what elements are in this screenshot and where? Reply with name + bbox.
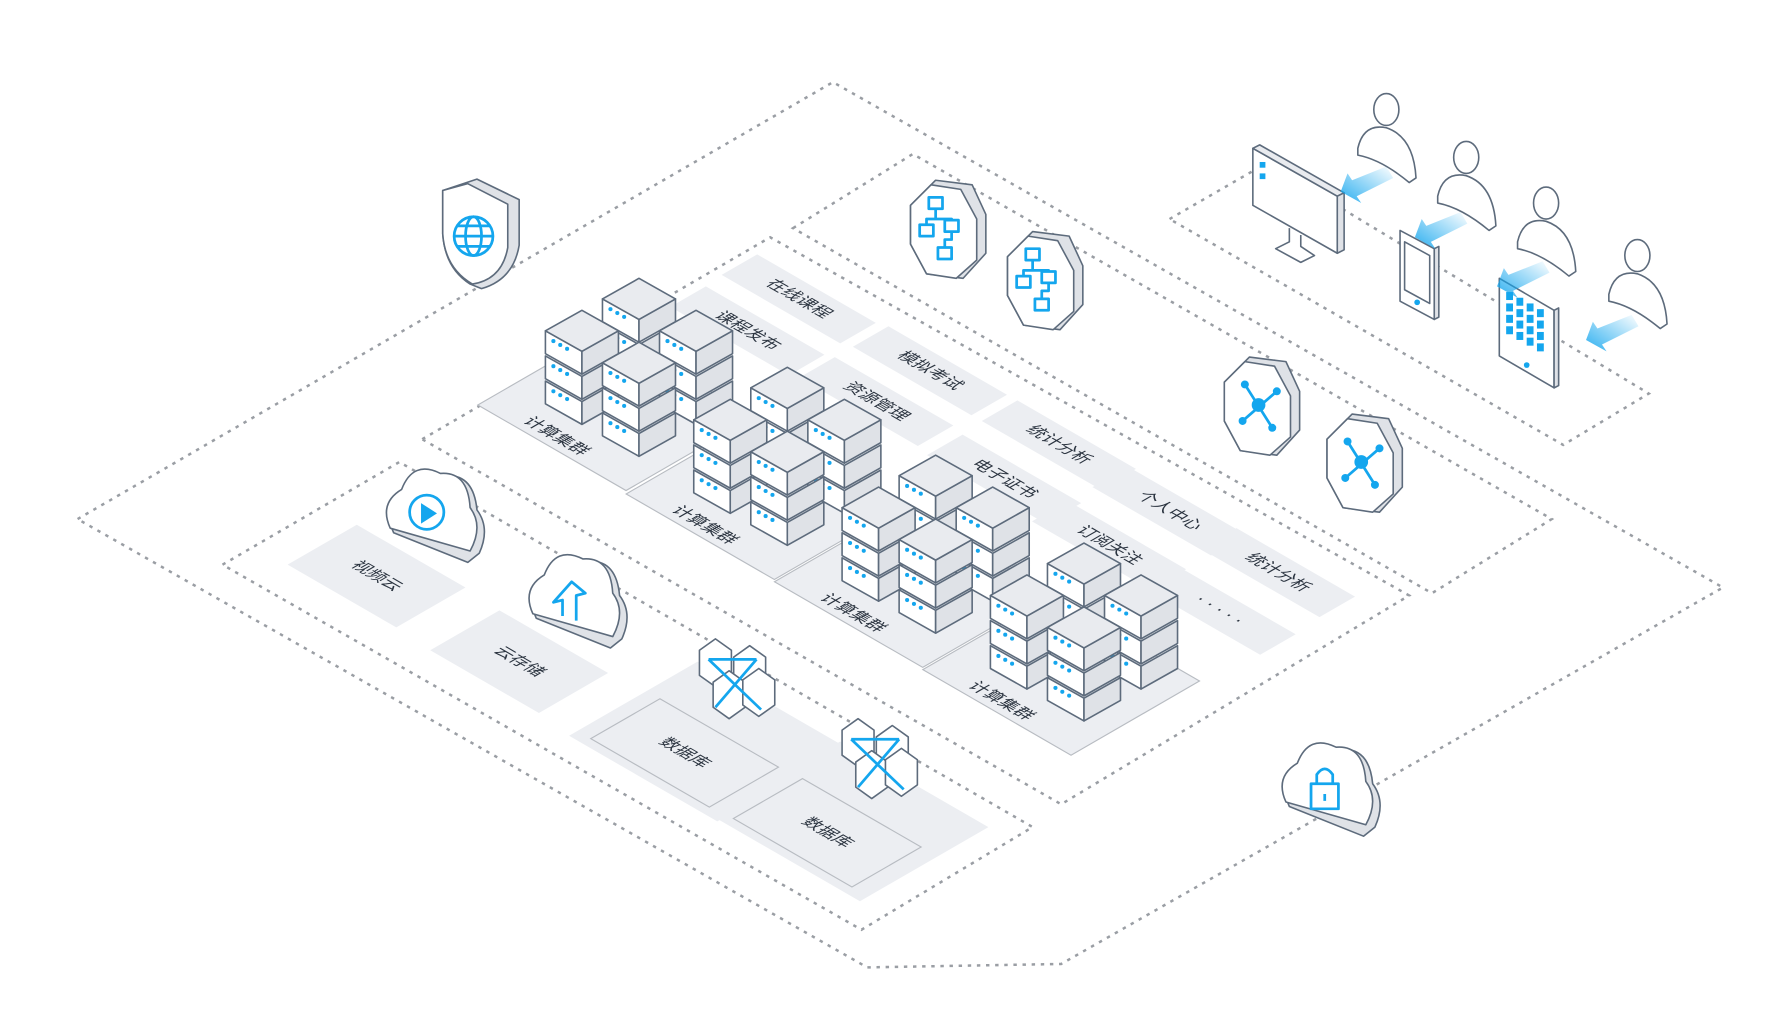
cloud-upload-icon [528, 554, 628, 649]
server-icon [898, 518, 973, 634]
service-personal-center-tile [1092, 466, 1247, 556]
application-region [419, 235, 1412, 806]
database-1-tile [589, 698, 780, 808]
server-icon [1046, 606, 1122, 722]
hub-hex-icon [1326, 413, 1404, 514]
hub-hex-icon [1223, 356, 1301, 456]
tablet-icon [1498, 277, 1560, 389]
network-hex-icon [909, 179, 987, 280]
database-2-tile [732, 777, 923, 888]
cloud-storage-tile [430, 610, 609, 713]
gateway-region [790, 152, 1555, 595]
request-arrow-icon [1414, 212, 1468, 249]
user-icon [1516, 186, 1577, 277]
service-e-certificate-tile [927, 434, 1082, 524]
network-hex-icon [1006, 230, 1084, 331]
database-hex-icon [698, 638, 776, 720]
server-icon [749, 430, 825, 547]
monitor-icon [1252, 144, 1345, 264]
request-arrow-icon [1340, 166, 1394, 204]
service-statistics-1-tile [981, 400, 1136, 490]
phone-icon [1399, 229, 1440, 321]
request-arrow-icon [1497, 261, 1550, 298]
cloud-play-icon [385, 468, 486, 564]
service-more-tile [1141, 565, 1296, 655]
user-icon [1357, 92, 1417, 184]
service-course-publish-tile [670, 286, 825, 376]
dashed-regions [75, 80, 1726, 969]
cloud-lock-icon [1281, 742, 1381, 837]
service-mock-exam-tile [852, 326, 1008, 416]
shield-globe-icon [441, 178, 520, 290]
video-cloud-tile [287, 524, 466, 628]
database-hex-icon [841, 717, 919, 800]
service-statistics-2-tile [1200, 528, 1356, 618]
service-resource-mgmt-tile [799, 357, 954, 447]
service-online-courses-tile [721, 254, 876, 344]
server-icon [601, 341, 677, 458]
server-icon [841, 486, 916, 602]
service-subscribe-tile [1032, 500, 1187, 590]
client-region [1167, 161, 1652, 447]
user-icon [1608, 238, 1668, 330]
request-arrow-icon [1586, 314, 1639, 352]
storage-region [219, 460, 1036, 932]
user-icon [1436, 140, 1497, 232]
